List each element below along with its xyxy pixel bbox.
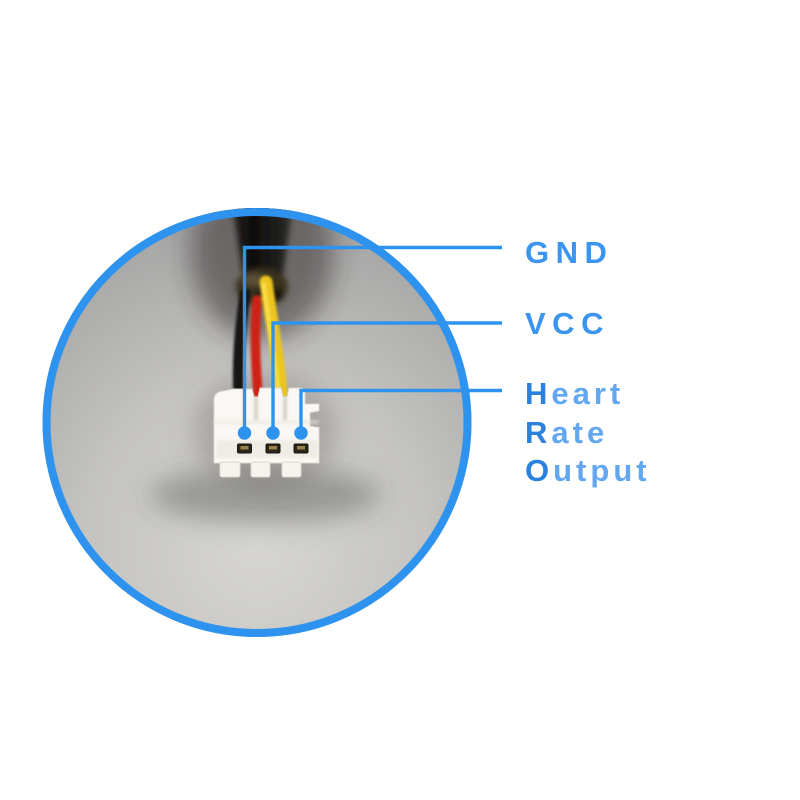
photo-inset (42, 208, 472, 637)
pin-dot-1 (237, 426, 252, 440)
wire-red (250, 295, 263, 399)
connector-tooth-2 (250, 461, 271, 478)
circle-border (42, 208, 472, 637)
connector-tooth-3 (281, 461, 302, 478)
label-line-rate: Rate (525, 414, 609, 450)
pin-contact-1 (240, 446, 249, 450)
pin-dots (237, 426, 308, 440)
pin-contact-2 (269, 446, 277, 450)
pin-dot-3 (294, 426, 308, 440)
pin-dot-2 (266, 426, 280, 440)
connector-tooth-1 (219, 461, 241, 478)
connector-drop-shadow (150, 467, 380, 523)
callout-line-heart-rate-output (299, 388, 502, 433)
callout-lines (242, 245, 502, 433)
connector (213, 387, 320, 478)
label-line-heart: Heart (525, 376, 625, 411)
label-heart-rate-output: Heart Rate Output (525, 375, 651, 491)
label-line-output: Output (525, 453, 651, 488)
pin-openings (237, 443, 309, 454)
callout-line-gnd (242, 245, 502, 433)
label-vcc: VCC (525, 306, 610, 341)
pin-contact-3 (297, 446, 305, 450)
label-gnd: GND (525, 235, 614, 270)
callout-line-vcc (271, 321, 502, 433)
